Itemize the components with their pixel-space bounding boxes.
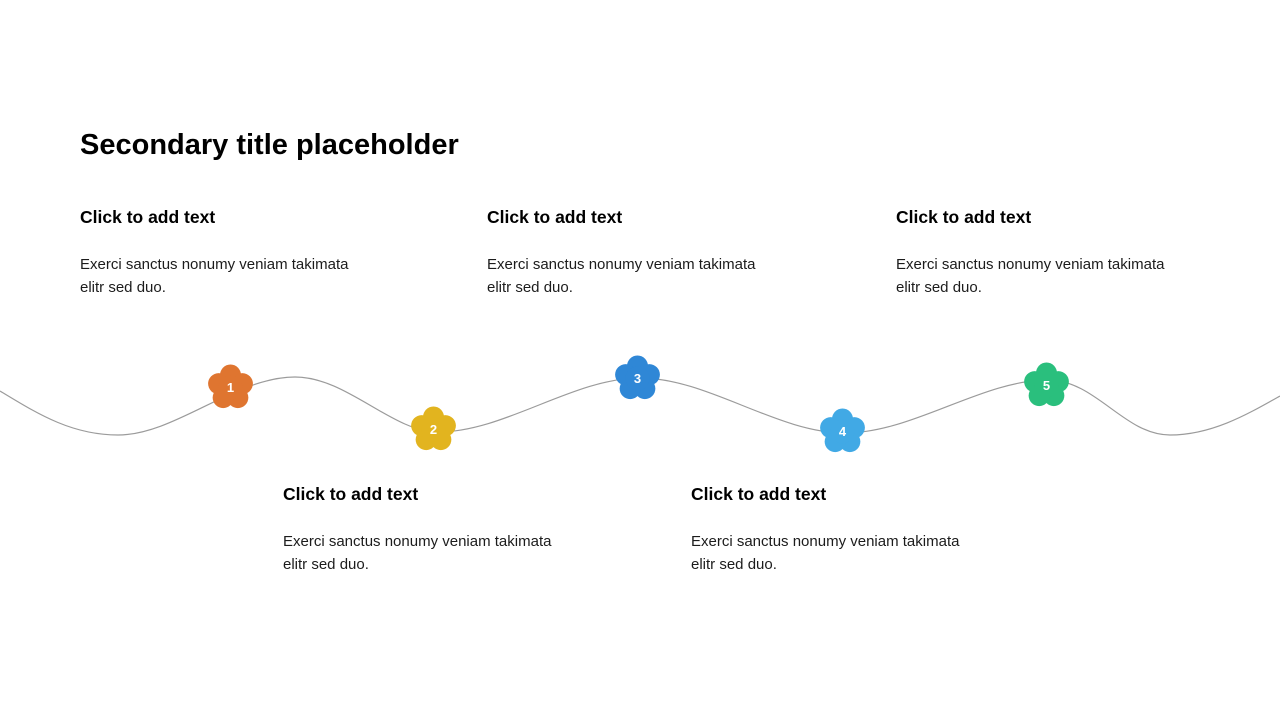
text-block-1-heading[interactable]: Click to add text — [80, 207, 216, 227]
step-number: 4 — [838, 423, 847, 439]
text-block-5-heading[interactable]: Click to add text — [896, 207, 1032, 227]
flower-icon — [208, 364, 253, 409]
text-block-2[interactable]: Click to add text Exerci sanctus nonumy … — [283, 482, 575, 576]
text-block-4[interactable]: Click to add text Exerci sanctus nonumy … — [691, 482, 983, 576]
text-block-4-body[interactable]: Exerci sanctus nonumy veniam takimata el… — [691, 533, 960, 573]
flower-icon — [411, 406, 456, 451]
text-block-2-heading[interactable]: Click to add text — [283, 484, 419, 504]
step-marker-5[interactable]: 5 — [1023, 362, 1070, 409]
step-marker-2[interactable]: 2 — [410, 406, 457, 453]
text-block-5-body[interactable]: Exerci sanctus nonumy veniam takimata el… — [896, 256, 1165, 296]
slide-title[interactable]: Secondary title placeholder — [80, 129, 459, 161]
step-number: 3 — [633, 370, 642, 386]
text-block-4-heading[interactable]: Click to add text — [691, 484, 827, 504]
text-block-2-body[interactable]: Exerci sanctus nonumy veniam takimata el… — [283, 533, 552, 573]
text-block-3-heading[interactable]: Click to add text — [487, 207, 623, 227]
flower-icon — [1024, 362, 1069, 407]
text-block-5[interactable]: Click to add text Exerci sanctus nonumy … — [896, 205, 1188, 299]
step-marker-1[interactable]: 1 — [207, 364, 254, 411]
text-block-1[interactable]: Click to add text Exerci sanctus nonumy … — [80, 205, 372, 299]
text-block-3[interactable]: Click to add text Exerci sanctus nonumy … — [487, 205, 779, 299]
step-marker-3[interactable]: 3 — [614, 355, 661, 402]
step-number: 5 — [1042, 377, 1051, 393]
flower-icon — [615, 355, 660, 400]
step-marker-4[interactable]: 4 — [819, 408, 866, 455]
step-number: 1 — [226, 379, 235, 395]
step-number: 2 — [429, 421, 438, 437]
text-block-1-body[interactable]: Exerci sanctus nonumy veniam takimata el… — [80, 256, 349, 296]
flower-icon — [820, 408, 865, 453]
text-block-3-body[interactable]: Exerci sanctus nonumy veniam takimata el… — [487, 256, 756, 296]
